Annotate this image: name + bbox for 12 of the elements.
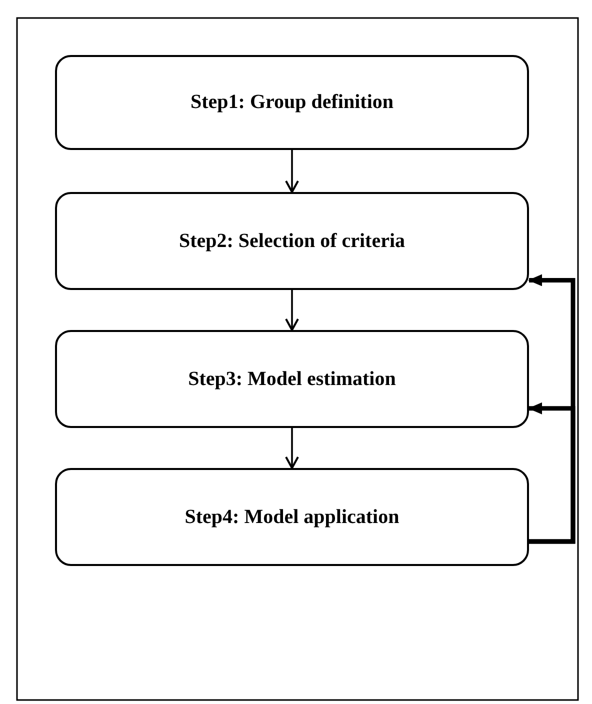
arrow: [285, 150, 299, 193]
arrow: [285, 290, 299, 331]
process-box: [55, 55, 529, 150]
step-label: Step3: Model estimation: [188, 368, 396, 390]
arrow: [285, 428, 299, 469]
step-label: Step2: Selection of criteria: [178, 230, 406, 252]
process-box: [55, 192, 529, 290]
step-label: Step1: Group definition: [190, 91, 394, 114]
step-label: Step4: Model application: [184, 506, 400, 528]
feedback-arrow: [528, 402, 576, 544]
process-box: [55, 330, 529, 428]
process-box: [55, 468, 529, 566]
